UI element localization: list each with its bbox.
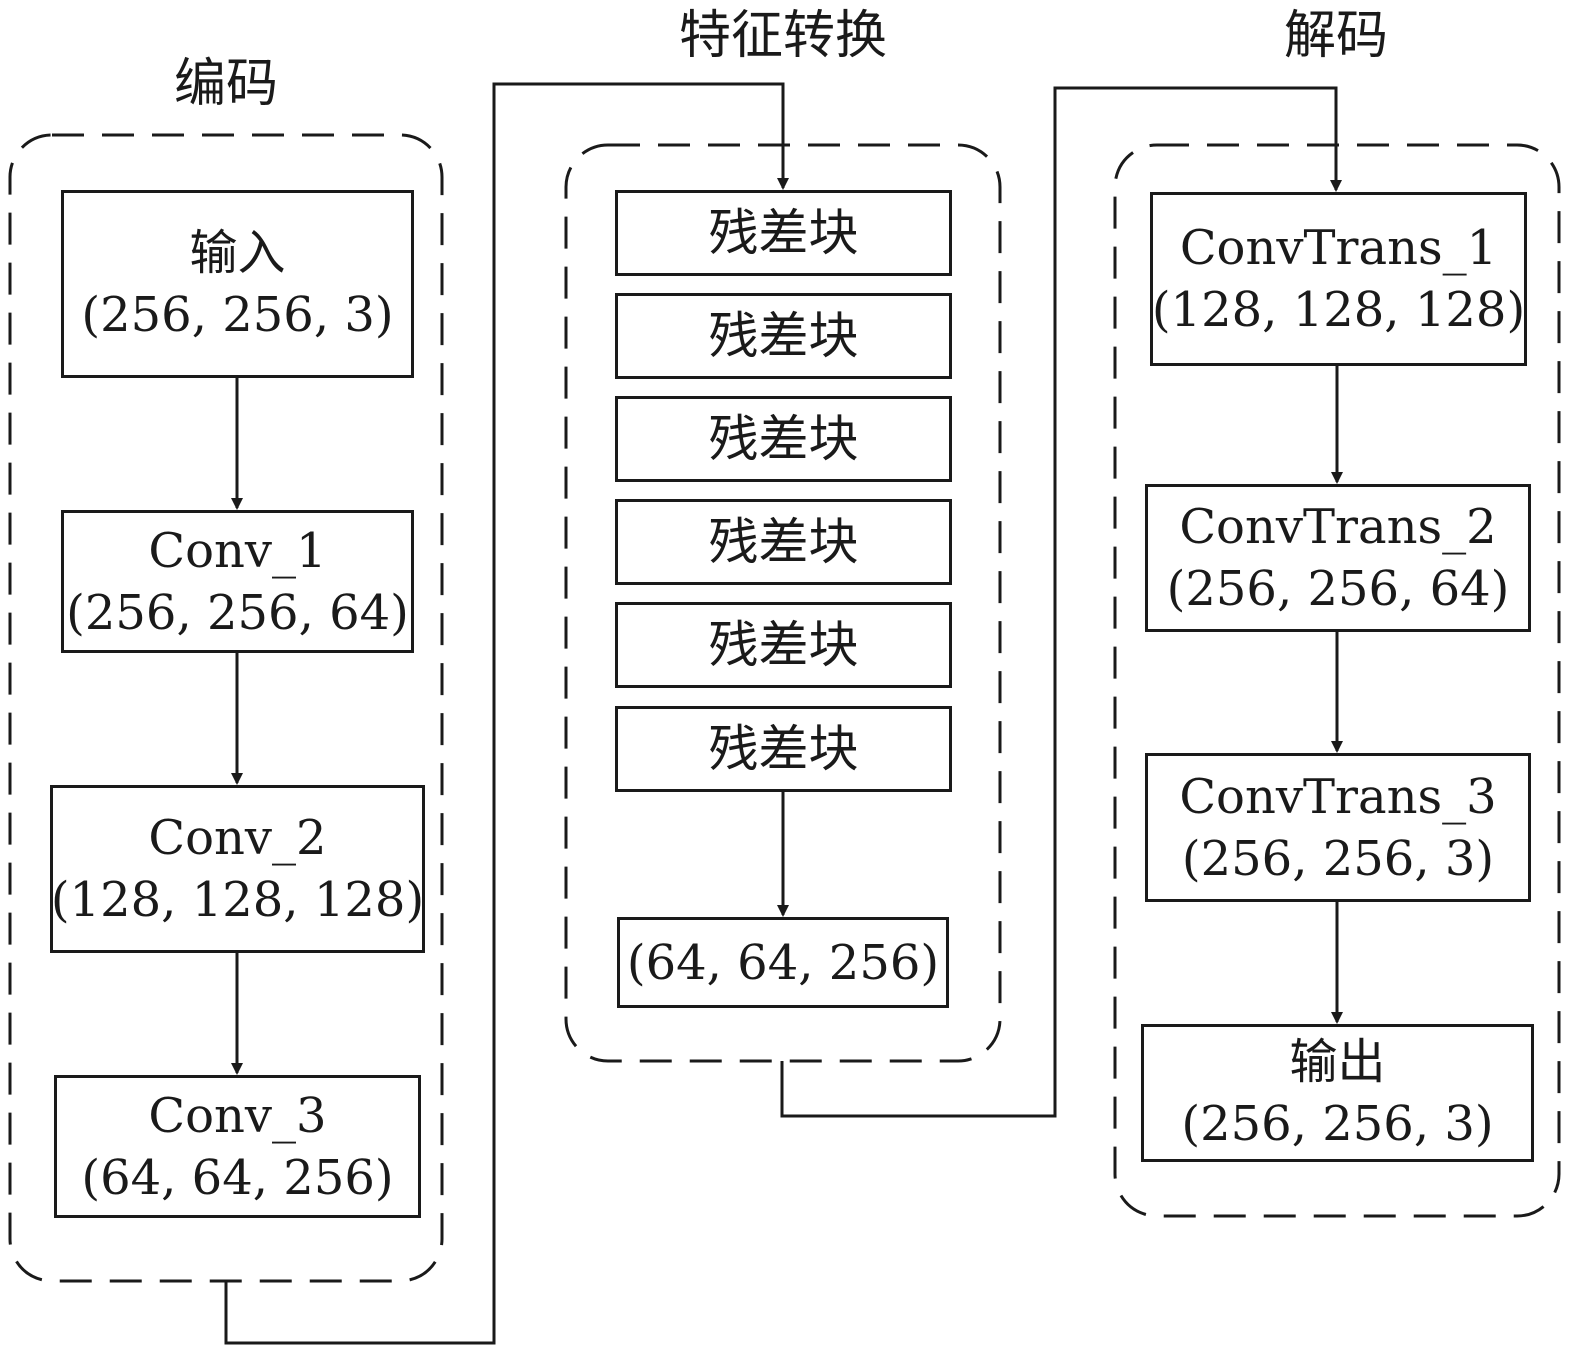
block-label: Conv_3 — [148, 1087, 327, 1144]
block-label: ConvTrans_1 — [1179, 220, 1498, 276]
block-shape: (128, 128, 128) — [50, 872, 425, 928]
residual-block: 残差块 — [615, 190, 952, 276]
block-shape: (256, 256, 3) — [1181, 1096, 1494, 1152]
block-label: 输入 — [189, 225, 286, 281]
encode-to-transform-connector — [224, 82, 789, 1345]
decode-group-title: 解码 — [1283, 6, 1389, 66]
block-label: Conv_2 — [148, 810, 327, 866]
residual-block: 残差块 — [615, 293, 952, 379]
encode-group-title: 编码 — [173, 54, 279, 114]
block-label: ConvTrans_2 — [1179, 499, 1497, 555]
block-shape: (128, 128, 128) — [1151, 282, 1526, 338]
decode-block-convtrans1: ConvTrans_1 (128, 128, 128) — [1150, 192, 1527, 366]
block-label: Conv_1 — [148, 522, 327, 579]
residual-block: 残差块 — [615, 499, 952, 585]
block-label: 输出 — [1289, 1034, 1386, 1090]
transform-output-shape: (64, 64, 256) — [617, 917, 949, 1008]
transform-group-title: 特征转换 — [678, 6, 888, 66]
block-shape: (256, 256, 3) — [1181, 830, 1495, 887]
block-shape: (256, 256, 64) — [66, 584, 409, 641]
decode-block-convtrans2: ConvTrans_2 (256, 256, 64) — [1145, 484, 1531, 632]
encode-block-conv1: Conv_1 (256, 256, 64) — [61, 510, 414, 653]
residual-block: 残差块 — [615, 706, 952, 792]
block-label: ConvTrans_3 — [1179, 768, 1497, 825]
block-shape: (256, 256, 64) — [1166, 561, 1510, 617]
decode-block-output: 输出 (256, 256, 3) — [1141, 1024, 1534, 1162]
residual-block: 残差块 — [615, 602, 952, 688]
encode-block-input: 输入 (256, 256, 3) — [61, 190, 414, 378]
encode-block-conv3: Conv_3 (64, 64, 256) — [54, 1075, 421, 1218]
decode-block-convtrans3: ConvTrans_3 (256, 256, 3) — [1145, 753, 1531, 902]
residual-block: 残差块 — [615, 396, 952, 482]
block-shape: (64, 64, 256) — [81, 1149, 394, 1206]
transform-to-decode-connector — [780, 86, 1342, 1118]
encode-block-conv2: Conv_2 (128, 128, 128) — [50, 785, 425, 953]
block-shape: (256, 256, 3) — [81, 287, 394, 343]
